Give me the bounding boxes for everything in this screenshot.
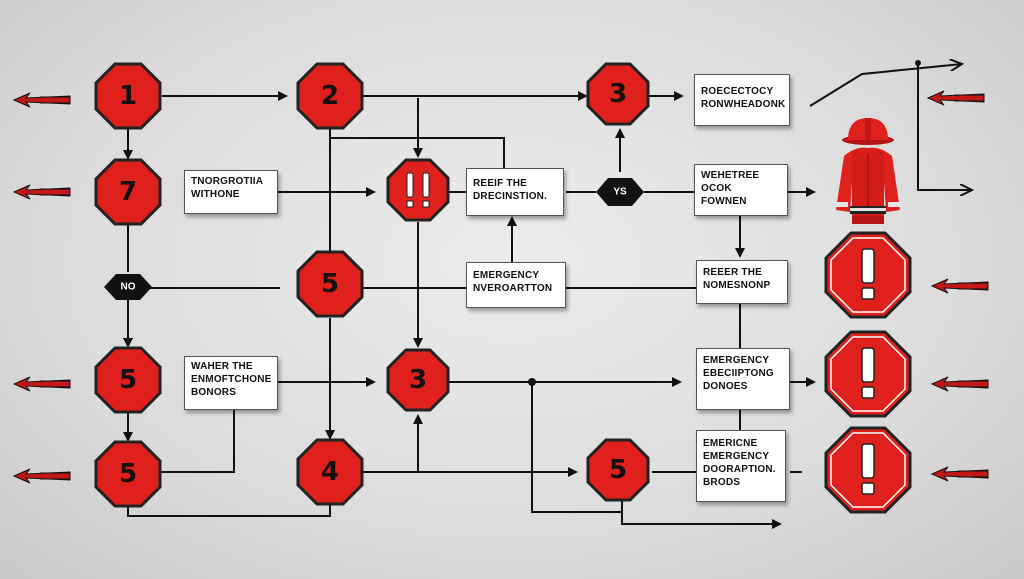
- node-1[interactable]: 1: [94, 62, 162, 130]
- red-speed-arrow-left-icon: [930, 376, 989, 392]
- stop-sign-icon: [94, 440, 162, 508]
- info-box-4: EMERGENCY NVEROARTTON: [466, 262, 566, 308]
- node-3-center[interactable]: 3: [386, 348, 450, 412]
- node-label: 5: [321, 269, 339, 299]
- node-label: 5: [119, 459, 137, 489]
- node-alert-center[interactable]: [386, 158, 450, 222]
- box-line: EBECIIPTONG: [703, 368, 774, 379]
- node-label: 4: [321, 457, 339, 487]
- red-speed-arrow-left-icon: [12, 376, 71, 392]
- node-label: 1: [119, 81, 137, 111]
- info-box-1: TNORGROTIIA WITHONE: [184, 170, 278, 214]
- warning-octagon-icon: [386, 158, 450, 222]
- box-line: WEHETREE: [701, 170, 760, 181]
- info-box-5: ROECECTOCY RONWHEADONK: [694, 74, 790, 126]
- info-box-9: EMERICNE EMERGENCY DOORAPTION. BRODS: [696, 430, 786, 502]
- decision-label: YS: [613, 187, 627, 198]
- connectors: [123, 60, 972, 529]
- node-3-top[interactable]: 3: [586, 62, 650, 126]
- info-box-3: REEIF THE DRECINSTION.: [466, 168, 564, 216]
- stop-sign-icon: [386, 348, 450, 412]
- box-line: BRODS: [703, 477, 741, 488]
- warning-sign-middle: [824, 330, 912, 418]
- info-box-8: EMERGENCY EBECIIPTONG DONOES: [696, 348, 790, 410]
- box-line: WITHONE: [191, 189, 240, 200]
- warning-sign-lower: [824, 426, 912, 514]
- stop-sign-icon: [586, 438, 650, 502]
- node-label: 5: [609, 455, 627, 485]
- box-line: EMERGENCY: [703, 451, 770, 462]
- warning-sign-upper: [824, 231, 912, 319]
- decision-label: NO: [121, 282, 136, 293]
- decision-no[interactable]: NO: [104, 274, 152, 300]
- node-5-left-upper[interactable]: 5: [94, 346, 162, 414]
- box-line: NOMESNONP: [703, 280, 771, 291]
- box-line: FOWNEN: [701, 196, 747, 207]
- red-speed-arrow-left-icon: [12, 92, 71, 108]
- node-5-right[interactable]: 5: [586, 438, 650, 502]
- box-line: DRECINSTION.: [473, 191, 548, 202]
- red-speed-arrow-left-icon: [930, 466, 989, 482]
- node-label: 2: [321, 81, 339, 111]
- red-speed-arrow-left-icon: [12, 468, 71, 484]
- box-line: WAHER THE: [191, 361, 253, 372]
- info-box-6: WEHETREE OCOK FOWNEN: [694, 164, 788, 216]
- node-label: 5: [119, 365, 137, 395]
- node-label: 3: [409, 365, 427, 395]
- box-line: ROECECTOCY: [701, 86, 774, 97]
- red-speed-arrow-left-icon: [12, 184, 71, 200]
- box-line: EMERICNE: [703, 438, 758, 449]
- stop-sign-icon: [296, 250, 364, 318]
- node-4[interactable]: 4: [296, 438, 364, 506]
- node-5-middle[interactable]: 5: [296, 250, 364, 318]
- box-line: REEIF THE: [473, 178, 528, 189]
- decision-hexagon-icon: [596, 178, 644, 206]
- box-line: BONORS: [191, 387, 237, 398]
- box-line: EMERGENCY: [703, 355, 770, 366]
- stop-sign-icon: [586, 62, 650, 126]
- node-7[interactable]: 7: [94, 158, 162, 226]
- stop-sign-icon: [296, 62, 364, 130]
- box-line: TNORGROTIIA: [191, 176, 264, 187]
- node-5-left-lower[interactable]: 5: [94, 440, 162, 508]
- stop-sign-icon: [94, 346, 162, 414]
- box-line: EMERGENCY: [473, 270, 540, 281]
- red-speed-arrow-left-icon: [930, 278, 989, 294]
- decision-hexagon-icon: [104, 274, 152, 300]
- box-line: REEER THE: [703, 267, 763, 278]
- decision-yes[interactable]: YS: [596, 178, 644, 206]
- box-line: OCOK: [701, 183, 732, 194]
- node-2[interactable]: 2: [296, 62, 364, 130]
- side-arrows: [12, 90, 989, 484]
- firefighter-icon: [834, 118, 902, 224]
- node-label: 3: [609, 79, 627, 109]
- box-line: DOORAPTION.: [703, 464, 776, 475]
- info-box-2: WAHER THE ENMOFTCHONE BONORS: [184, 356, 278, 410]
- stop-sign-icon: [94, 62, 162, 130]
- node-label: 7: [119, 177, 137, 207]
- box-line: RONWHEADONK: [701, 99, 786, 110]
- stop-sign-icon: [296, 438, 364, 506]
- stop-sign-icon: [94, 158, 162, 226]
- box-line: DONOES: [703, 381, 748, 392]
- box-line: NVEROARTTON: [473, 283, 553, 294]
- info-box-7: REEER THE NOMESNONP: [696, 260, 788, 304]
- red-speed-arrow-left-icon: [926, 90, 985, 106]
- box-line: ENMOFTCHONE: [191, 374, 272, 385]
